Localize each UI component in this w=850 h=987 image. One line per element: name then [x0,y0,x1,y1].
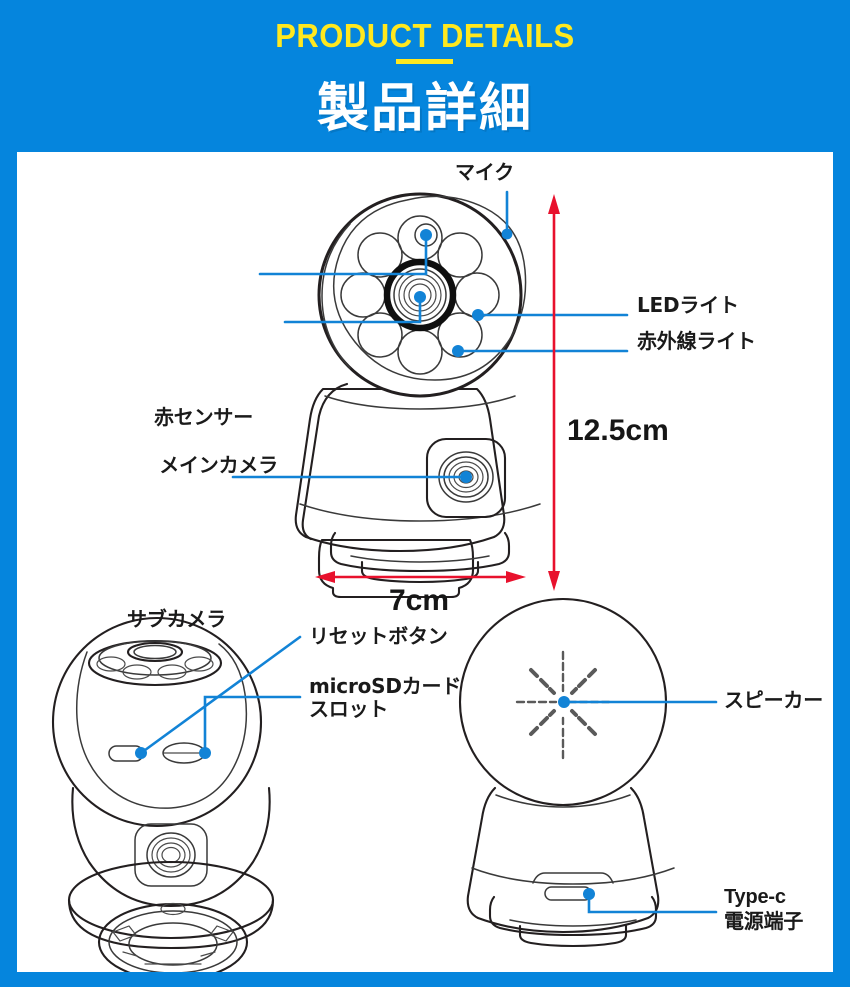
label-sub-camera: サブカメラ [127,607,226,631]
leader-dot-typec [583,888,595,900]
label-red-sensor: 赤センサー [154,405,253,429]
label-main-camera: メインカメラ [159,453,278,477]
dimension-width-value: 7cm [389,584,450,617]
label-typec-line2: 電源端子 [724,909,804,933]
leader-dot-led [472,309,484,321]
leader-dot-ir [452,345,464,357]
leader-dot-microsd [199,747,211,759]
label-typec-line1: Type-c [724,886,786,908]
back-view-illustration [458,597,675,948]
label-reset-button: リセットボタン [309,624,448,648]
label-microsd-slot-line2: スロット [309,697,389,721]
leader-dot-sub-camera [460,471,472,483]
label-led-light: LEDライト [637,293,739,317]
leader-dot-reset [135,747,147,759]
dimension-arrows [315,194,560,591]
label-infrared-light: 赤外線ライト [637,329,756,353]
front-view-leader-lines [231,190,629,483]
leader-dot-mic [501,228,513,240]
diagram-panel: .o { fill:none; stroke:#231f20; stroke-w… [17,152,833,972]
leader-dot-main-camera [414,291,426,303]
leader-dot-red-sensor [420,229,432,241]
header-eyebrow: PRODUCT DETAILS [275,17,575,54]
arrow-head-right [506,571,526,583]
arrow-head-down [548,571,560,591]
arrow-head-up [548,194,560,214]
arrow-head-left [315,571,335,583]
rear-view-leader-lines [135,635,302,759]
product-diagram-svg: .o { fill:none; stroke:#231f20; stroke-w… [51,190,718,972]
leader-dot-speaker [558,696,570,708]
back-view-leader-lines [558,696,718,914]
label-speaker: スピーカー [724,688,823,712]
label-mic: マイク [455,160,514,184]
rear-view-illustration [51,616,275,972]
page-title: 製品詳細 [316,79,533,139]
page-header: PRODUCT DETAILS 製品詳細 [0,0,850,152]
front-view-illustration [294,192,541,599]
dimension-height-value: 12.5cm [567,414,669,447]
label-microsd-slot-line1: microSDカード [309,674,462,698]
header-underline-rule [396,59,453,64]
